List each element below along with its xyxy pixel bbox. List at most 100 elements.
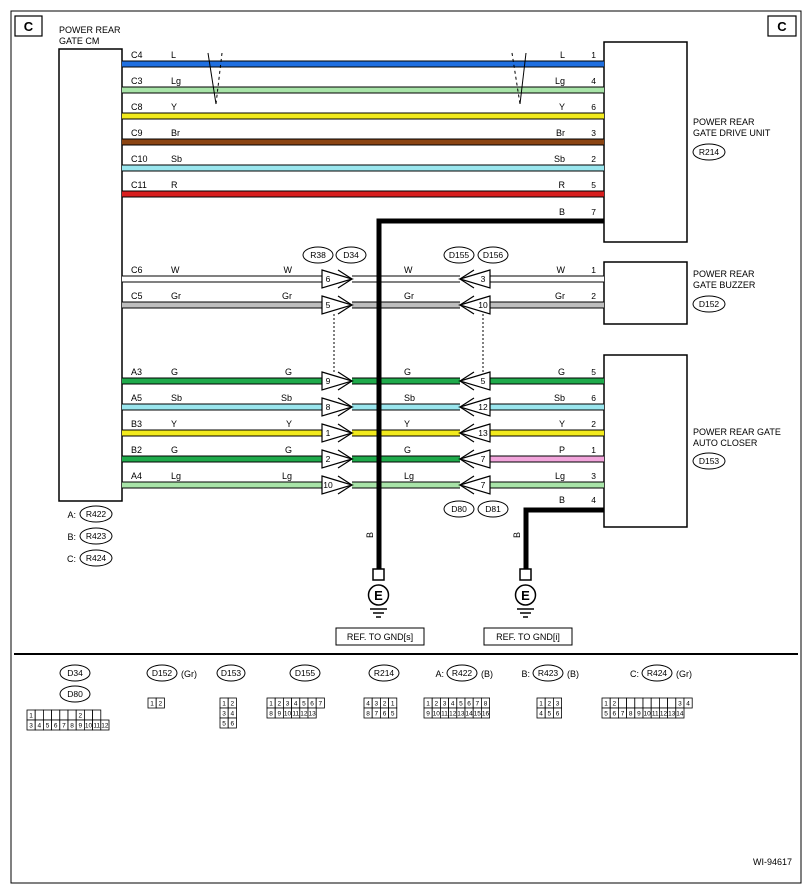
unit-pin-label: 5 [591,180,596,190]
connector-cavity [553,707,563,719]
wire-color-label: Y [559,102,565,112]
cm-pin-label: C6 [131,265,143,275]
wire-color-label: Lg [171,76,181,86]
ground-s-wire-color: B [365,532,375,538]
wire-color-label: G [404,445,411,455]
junction-code: D34 [343,250,359,260]
unit-pin-label: 2 [591,419,596,429]
connector-pin-number: 4 [230,711,234,718]
connector-cavity [92,709,102,721]
ground-s-letter: E [374,588,383,603]
connector-pin-number: 5 [547,711,551,718]
connector-pin-number: 14 [676,711,684,718]
connector-cavity [227,717,237,729]
connector-pin-number: 13 [308,711,316,718]
unit-pin-label: 6 [591,102,596,112]
connector-pin-number: 2 [78,713,82,720]
unit-pin-label: 1 [591,445,596,455]
shield-mark [519,52,527,105]
connector-pin-number: 6 [310,701,314,708]
figure-id: WI-94617 [753,857,792,867]
cm-pin-label: C11 [131,180,147,190]
connector-pin-number: 10 [433,711,441,718]
connector-pin-number: 9 [78,723,82,730]
connector-pin-number: 4 [686,701,690,708]
unit-pin-label: 3 [591,471,596,481]
wire-color-label: Sb [171,393,182,403]
connector-cavity [51,709,61,721]
wire-color-label: Gr [282,291,292,301]
junction-terminal-right-edge [458,269,475,289]
junction-terminal-left-edge [337,475,354,495]
connector-cavity [650,697,660,709]
connector-pin-number: 3 [374,701,378,708]
cm-pin-label: A5 [131,393,142,403]
connector-view-note: (Gr) [181,669,197,679]
connector-pin-number: 8 [366,711,370,718]
unit-pin-label: 2 [591,154,596,164]
connector-pin-number: 3 [556,701,560,708]
connector-pin-number: 5 [46,723,50,730]
buzzer: POWER REAR GATE BUZZER D152 [603,261,756,325]
connector-pin-number: 3 [443,701,447,708]
connector-pin-number: 5 [391,711,395,718]
connector-pin-number: 2 [547,701,551,708]
wire-color-label: G [285,367,292,377]
connector-pin-number: 9 [277,711,281,718]
auto-closer-code-bubble [692,452,726,470]
buzzer-code: D152 [699,299,720,309]
junction-terminal-left-edge [337,397,354,417]
connector-pin-number: 4 [294,701,298,708]
junction-pin-left: 9 [326,376,331,386]
ground-s: B E REF. TO GND[s] [335,532,425,646]
wire-color-label: Y [286,419,292,429]
connector-view-label: R214 [374,668,395,678]
connector-pin-number: 9 [426,711,430,718]
junction-code-bubble [302,246,334,264]
junction-terminal-left [321,423,355,443]
junction-code-bubble [443,500,475,518]
page-marker-left-text: C [24,19,34,34]
junction-pin-right: 7 [481,480,486,490]
buzzer-line2: GATE BUZZER [693,280,756,290]
connector-pin-number: 2 [158,701,162,708]
wire-color-label: Sb [554,393,565,403]
junction-terminal-left-edge [337,295,354,315]
connector-pin-number: 1 [29,713,33,720]
junction-pin-right: 5 [481,376,486,386]
junction-code-bubble [477,500,509,518]
drive-unit-code-bubble [692,143,726,161]
wire-color-label: Y [559,419,565,429]
wire-color-label: Sb [171,154,182,164]
unit-pin-label: 2 [591,291,596,301]
junction-terminal-right [457,475,491,495]
cm-ref-a-code: R422 [86,509,107,519]
connector-cavity [642,697,652,709]
connector-pin-number: 16 [482,711,490,718]
drive-unit-line2: GATE DRIVE UNIT [693,128,771,138]
auto-closer: POWER REAR GATE AUTO CLOSER D153 [603,354,781,528]
cm-pin-label: C5 [131,291,143,301]
connector-view-label: R422 [452,668,473,678]
junction-pin-right: 3 [481,274,486,284]
connector-pin-number: 2 [434,701,438,708]
connector-cavity [59,709,69,721]
wire-color-label: Gr [404,291,414,301]
drive-unit-code: R214 [699,147,720,157]
wire-color-label: Y [404,419,410,429]
ground-i-letter: E [521,588,530,603]
junction-code: D80 [451,504,467,514]
connector-pin-number: 6 [612,711,616,718]
wire-color-label: L [560,50,565,60]
connector-cavity [667,697,677,709]
connector-cavity [67,709,77,721]
drive-unit: POWER REAR GATE DRIVE UNIT R214 [603,41,771,243]
cm-ref-c-bubble [79,549,113,567]
junction-terminal-right-edge [458,475,475,495]
ground-i: B E REF. TO GND[i] [483,532,573,646]
connector-pin-number: 6 [556,711,560,718]
